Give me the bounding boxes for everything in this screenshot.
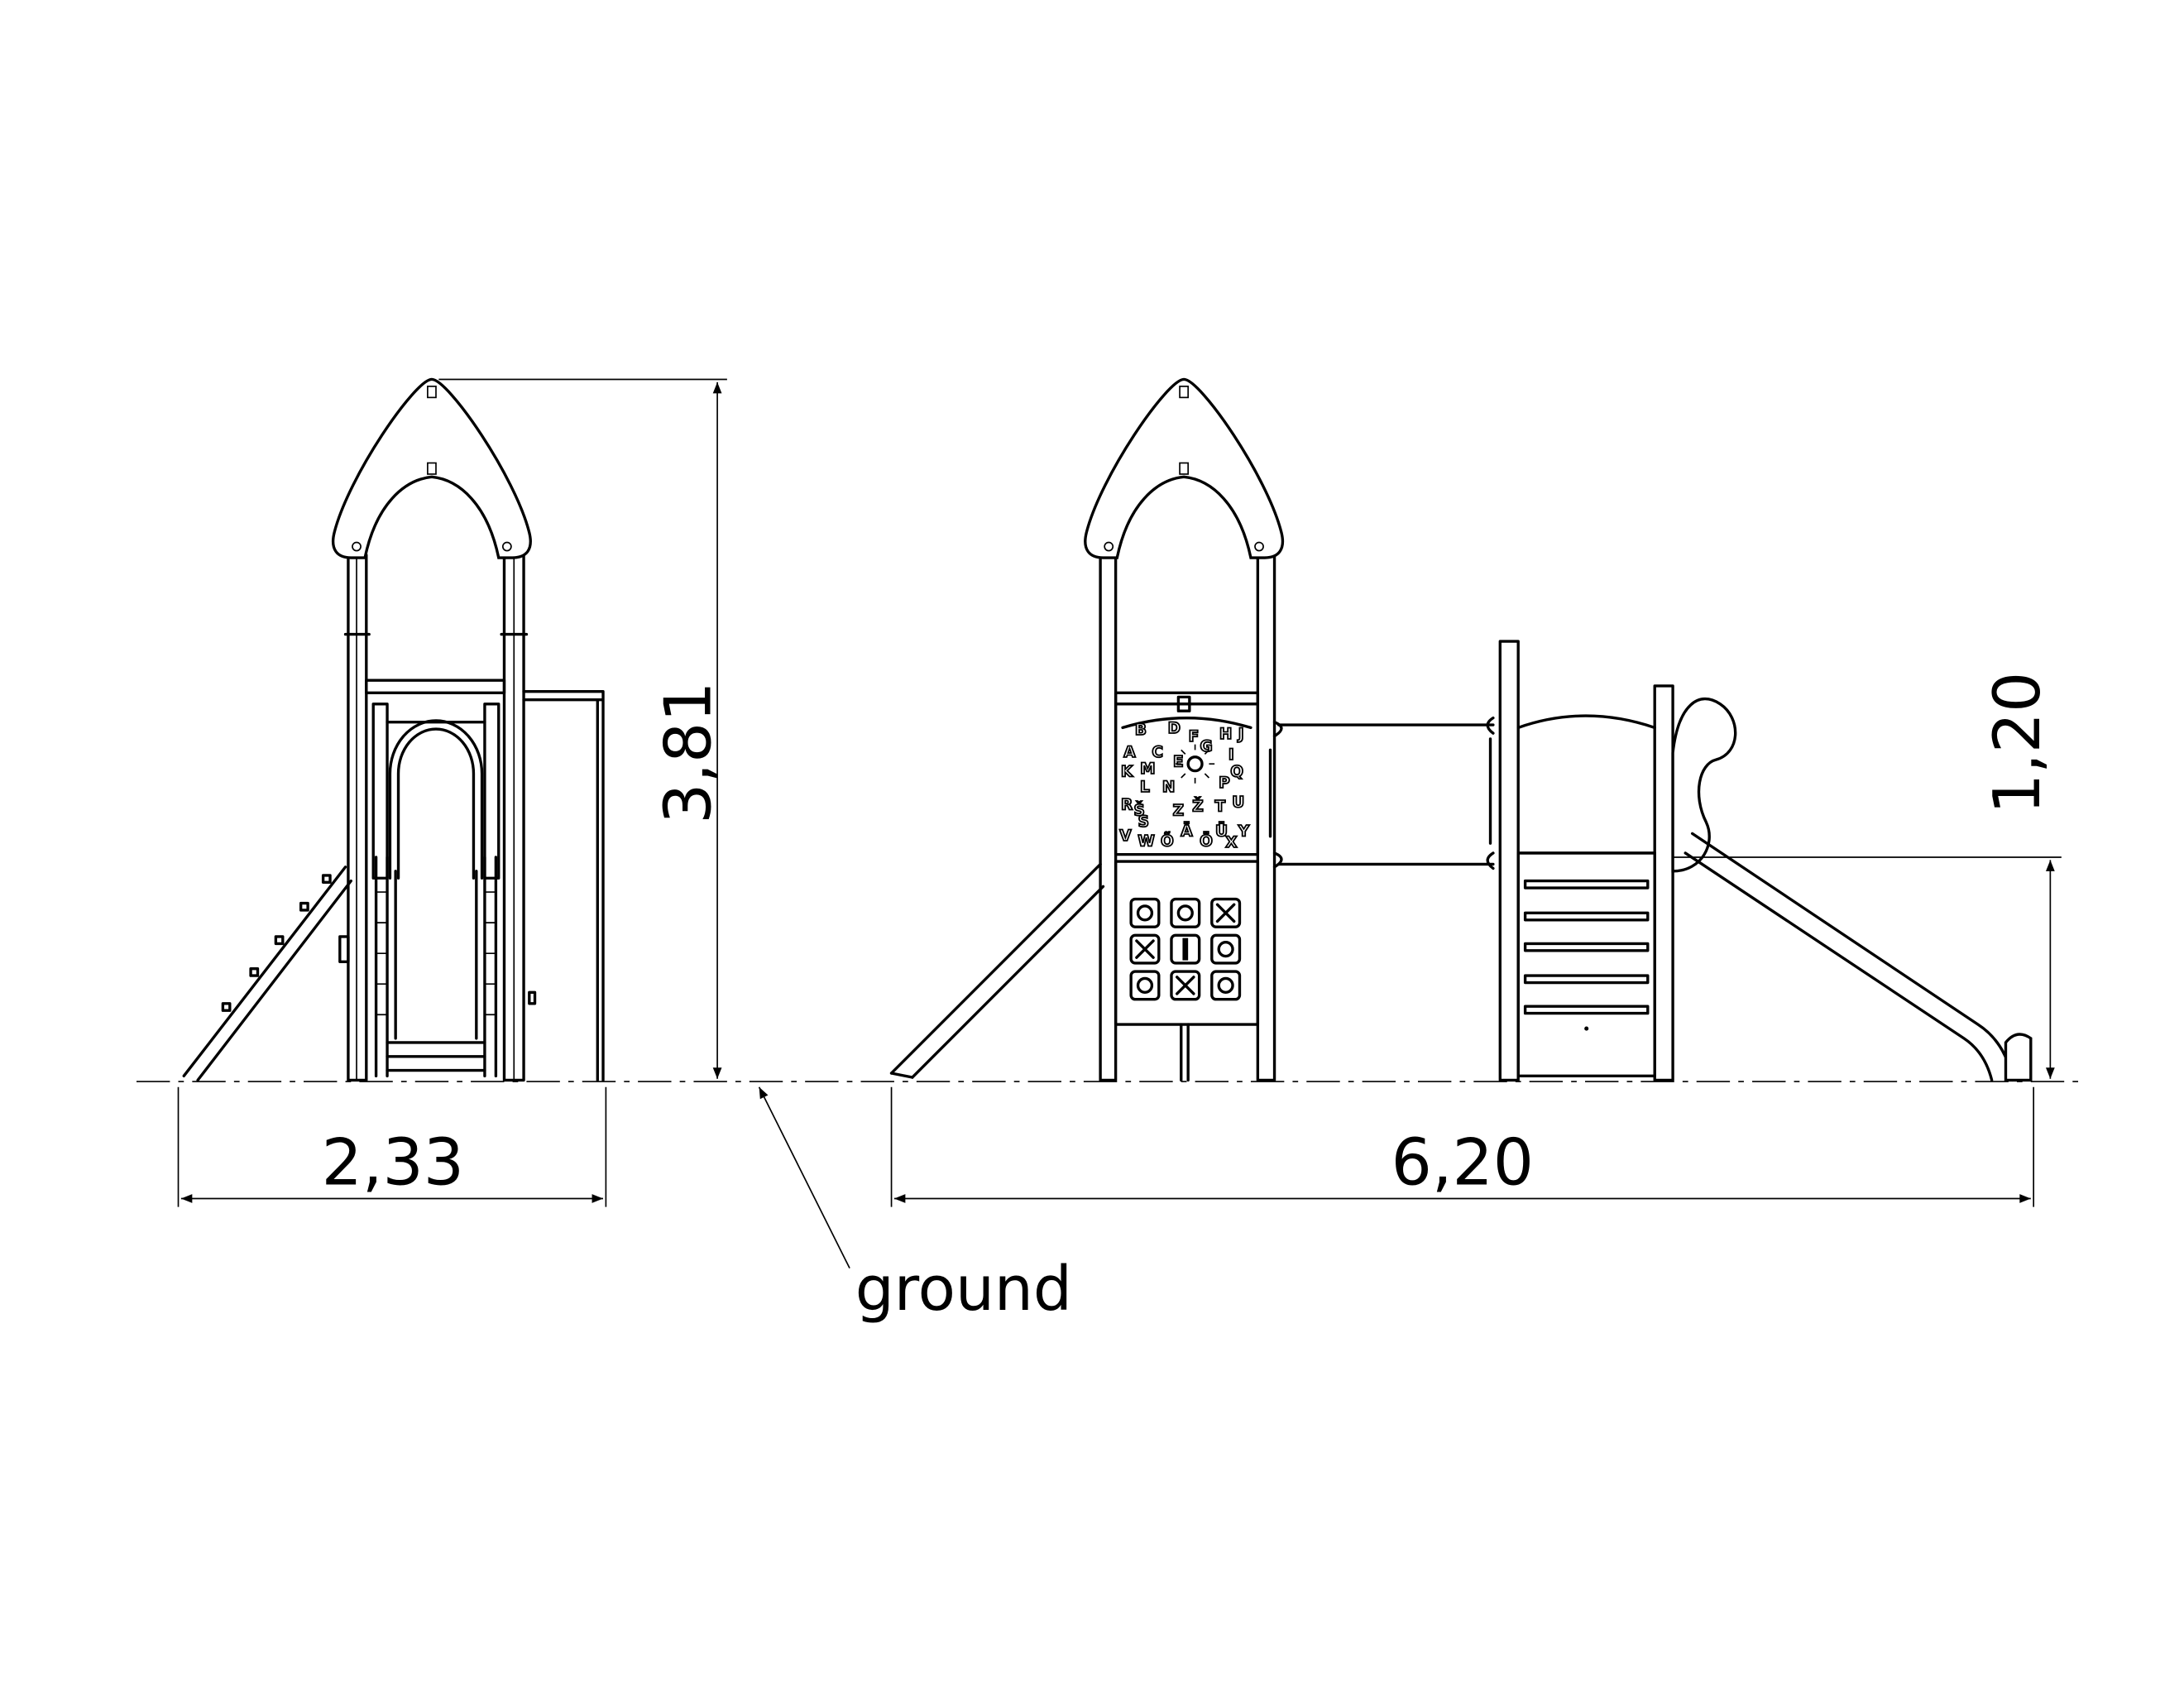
- abc-letter: C: [1152, 744, 1163, 761]
- tunnel: [1276, 716, 1495, 870]
- tube-entrance: [371, 703, 500, 880]
- ground-label: ground: [855, 1254, 1072, 1325]
- x-mark-icon: [1215, 903, 1236, 923]
- game-cell[interactable]: [1129, 897, 1161, 928]
- abc-letter: P: [1219, 774, 1230, 792]
- abc-letter: N: [1162, 779, 1176, 796]
- climbing-ramp: [182, 866, 352, 1082]
- game-cell[interactable]: [1129, 933, 1161, 965]
- slide: [1671, 698, 2033, 1082]
- game-cell[interactable]: [1210, 970, 1242, 1001]
- game-cell[interactable]: [1210, 897, 1242, 928]
- abc-letter: F: [1189, 728, 1200, 746]
- abc-letter: Ö: [1200, 831, 1213, 851]
- abc-letter: U: [1232, 794, 1244, 811]
- abc-letter: Š: [1134, 799, 1145, 819]
- abc-letter: J: [1237, 726, 1244, 743]
- blank-mark-icon: [1182, 938, 1189, 961]
- o-mark-icon: [1176, 904, 1194, 922]
- abc-letter: E: [1173, 754, 1184, 771]
- side-width-dimension: 2,33: [322, 1126, 464, 1201]
- abc-letter: Ü: [1215, 821, 1228, 841]
- game-cell[interactable]: [1129, 970, 1161, 1001]
- abc-letter: G: [1200, 738, 1212, 755]
- abc-letter: X: [1225, 834, 1237, 851]
- game-cell[interactable]: [1170, 933, 1201, 965]
- platform-ladder: [1516, 851, 1656, 1078]
- abc-letter: W: [1138, 833, 1154, 851]
- roof: [331, 377, 532, 559]
- abc-letter: Ž: [1192, 796, 1203, 815]
- o-mark-icon: [1136, 904, 1154, 922]
- abc-letter: Õ: [1161, 831, 1174, 851]
- ladder: [374, 856, 498, 1078]
- o-mark-icon: [1217, 941, 1234, 958]
- abc-letter: Y: [1238, 823, 1250, 841]
- abc-letter: I: [1228, 746, 1234, 764]
- abc-letter: M: [1140, 760, 1155, 778]
- abc-letter: H: [1219, 726, 1233, 743]
- sun-icon: [1176, 744, 1215, 784]
- o-mark-icon: [1217, 976, 1234, 994]
- abc-letter: B: [1135, 722, 1147, 739]
- game-cell[interactable]: [1170, 970, 1201, 1001]
- o-mark-icon: [1136, 976, 1154, 994]
- abc-letter: S: [1138, 813, 1149, 831]
- abc-letter: K: [1121, 763, 1133, 780]
- abc-letter: Z: [1173, 802, 1184, 819]
- front-width-dimension: 6,20: [1391, 1126, 1534, 1201]
- game-cell[interactable]: [1210, 933, 1242, 965]
- abc-letter: D: [1168, 720, 1181, 737]
- side-view: 3,81 2,33: [177, 377, 727, 1207]
- abc-letter: L: [1140, 779, 1150, 796]
- abc-letter: A: [1123, 744, 1136, 761]
- tic-tac-toe-panel: [1114, 860, 1260, 1026]
- abc-letter: T: [1215, 798, 1226, 815]
- abc-letter: R: [1121, 797, 1133, 814]
- x-mark-icon: [1135, 939, 1155, 959]
- x-mark-icon: [1176, 976, 1195, 995]
- total-height-dimension: 3,81: [652, 682, 726, 824]
- abc-letter: V: [1119, 827, 1132, 845]
- abc-letter: Ä: [1181, 821, 1193, 841]
- platform-height-dimension: 1,20: [1980, 672, 2055, 814]
- game-cell[interactable]: [1170, 897, 1201, 928]
- abc-letter: Q: [1230, 763, 1243, 780]
